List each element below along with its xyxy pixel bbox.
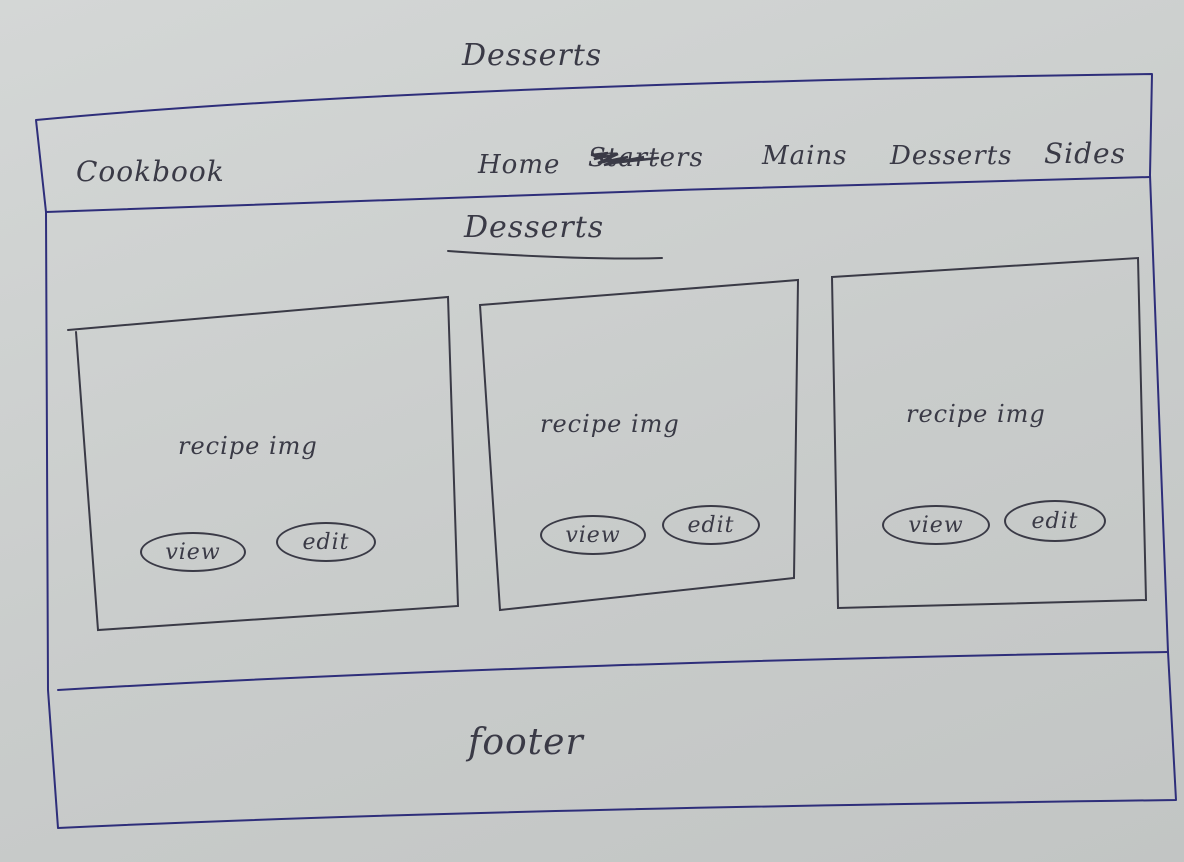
nav-link-mains[interactable]: Mains bbox=[762, 141, 848, 171]
brand-logo-text[interactable]: Cookbook bbox=[76, 155, 225, 188]
edit-button[interactable]: edit bbox=[662, 505, 760, 545]
view-button[interactable]: view bbox=[140, 532, 246, 572]
sheet-title: Desserts bbox=[462, 38, 603, 73]
footer-divider bbox=[57, 651, 1169, 691]
recipe-image-placeholder: recipe img bbox=[906, 400, 1046, 428]
view-button[interactable]: view bbox=[882, 505, 990, 545]
recipe-card-3-border bbox=[830, 256, 1148, 610]
recipe-image-placeholder: recipe img bbox=[178, 432, 318, 460]
heading-underline bbox=[447, 250, 663, 260]
footer-label: footer bbox=[468, 722, 584, 763]
recipe-image-placeholder: recipe img bbox=[540, 410, 680, 438]
edit-button[interactable]: edit bbox=[1004, 500, 1106, 542]
nav-link-starters[interactable]: Starters bbox=[588, 143, 704, 173]
edit-button[interactable]: edit bbox=[276, 522, 376, 562]
recipe-card-2-border bbox=[478, 278, 800, 612]
recipe-card-1-border bbox=[67, 295, 460, 632]
page-frame bbox=[35, 73, 1177, 829]
view-button[interactable]: view bbox=[540, 515, 646, 555]
nav-link-desserts[interactable]: Desserts bbox=[890, 141, 1013, 171]
page-heading: Desserts bbox=[464, 210, 605, 245]
header-divider bbox=[45, 176, 1151, 213]
nav-link-home[interactable]: Home bbox=[478, 150, 561, 180]
strikethrough-scribble bbox=[590, 151, 660, 167]
nav-link-sides[interactable]: Sides bbox=[1044, 137, 1126, 170]
